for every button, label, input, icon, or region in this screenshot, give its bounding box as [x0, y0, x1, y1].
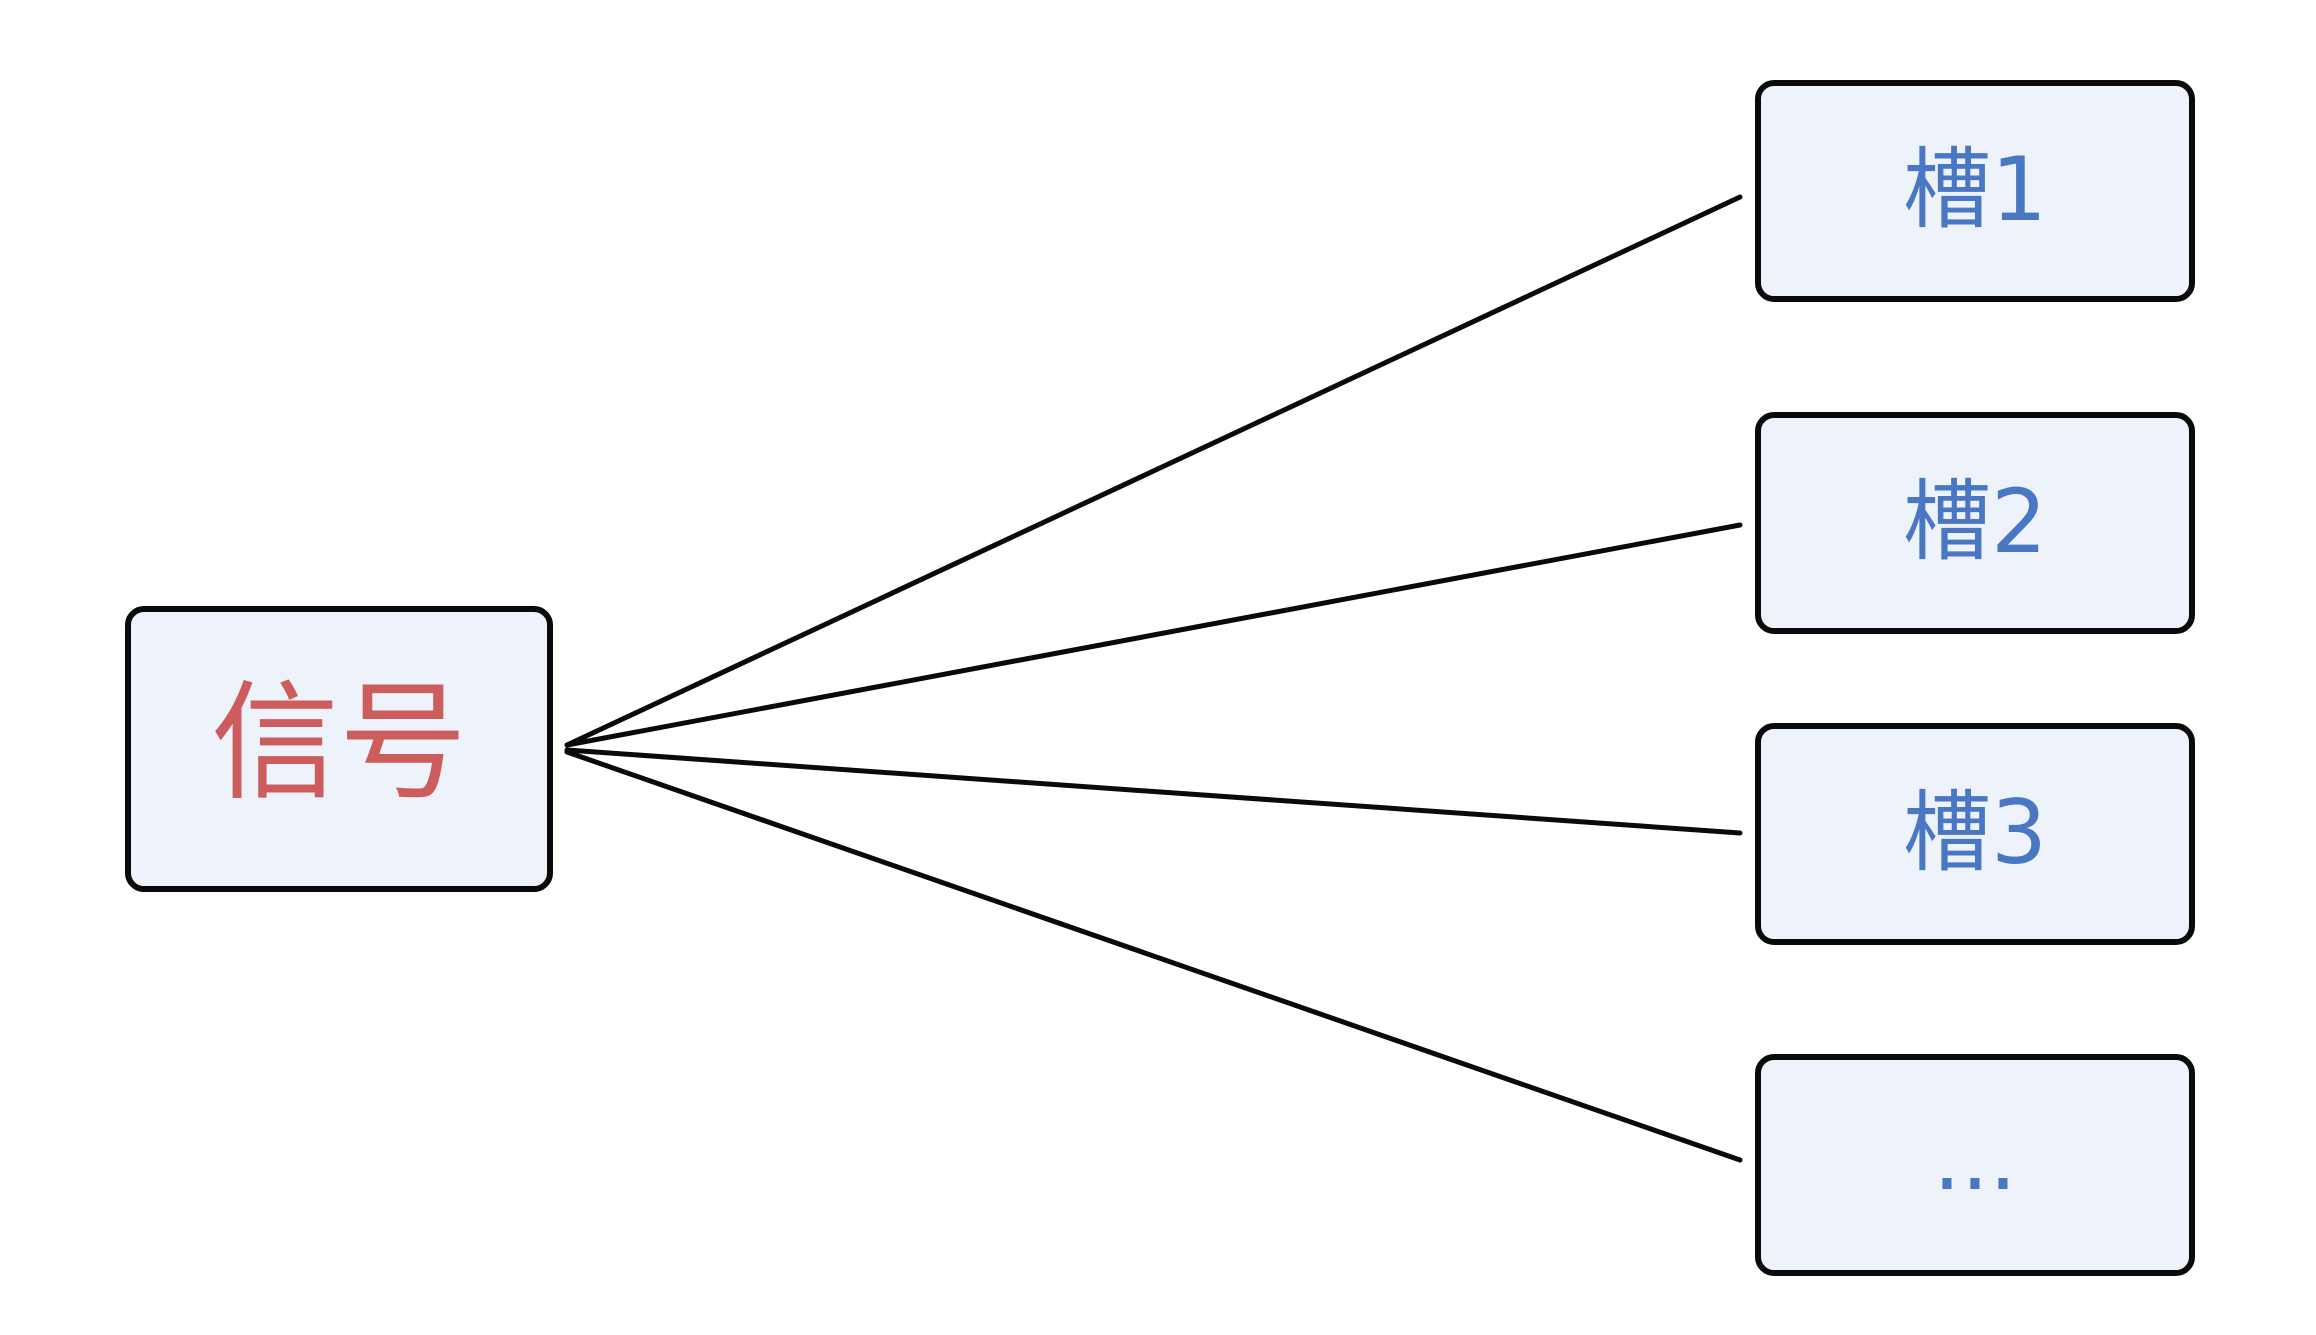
- slot-label-more: ...: [1933, 1107, 2017, 1210]
- slot-label-3: 槽3: [1903, 781, 2047, 884]
- slot-box-more: [1755, 1054, 2195, 1276]
- edges: [564, 194, 1743, 1163]
- signal-label: 信号: [211, 669, 467, 818]
- edge-signal-to-slot-1: [564, 194, 1743, 748]
- slot-box-2: [1755, 412, 2195, 634]
- signal-box: [125, 606, 553, 892]
- slot-node-more: ...: [1755, 1054, 2195, 1276]
- slot-label-2: 槽2: [1903, 470, 2047, 573]
- slot-box-3: [1755, 723, 2195, 945]
- slot-label-1: 槽1: [1903, 138, 2047, 241]
- signal-node: 信号: [125, 606, 553, 892]
- slot-node-1: 槽1: [1755, 80, 2195, 302]
- edge-signal-to-slot-3: [564, 747, 1743, 836]
- slot-node-2: 槽2: [1755, 412, 2195, 634]
- edge-signal-to-slot-more: [564, 749, 1743, 1163]
- slot-box-1: [1755, 80, 2195, 302]
- slot-node-3: 槽3: [1755, 723, 2195, 945]
- edge-signal-to-slot-2: [564, 522, 1743, 748]
